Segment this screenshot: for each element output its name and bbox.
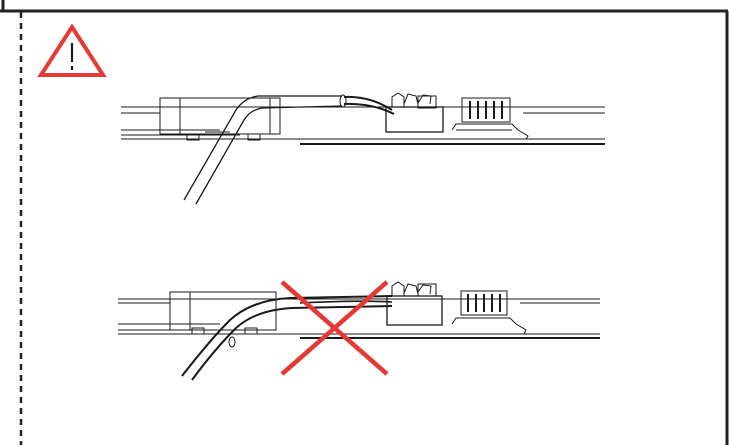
incorrect-routing-illustration xyxy=(118,281,600,381)
correct-routing-illustration xyxy=(121,92,605,205)
warning-triangle-icon xyxy=(37,23,107,77)
cross-mark-icon xyxy=(280,280,389,376)
